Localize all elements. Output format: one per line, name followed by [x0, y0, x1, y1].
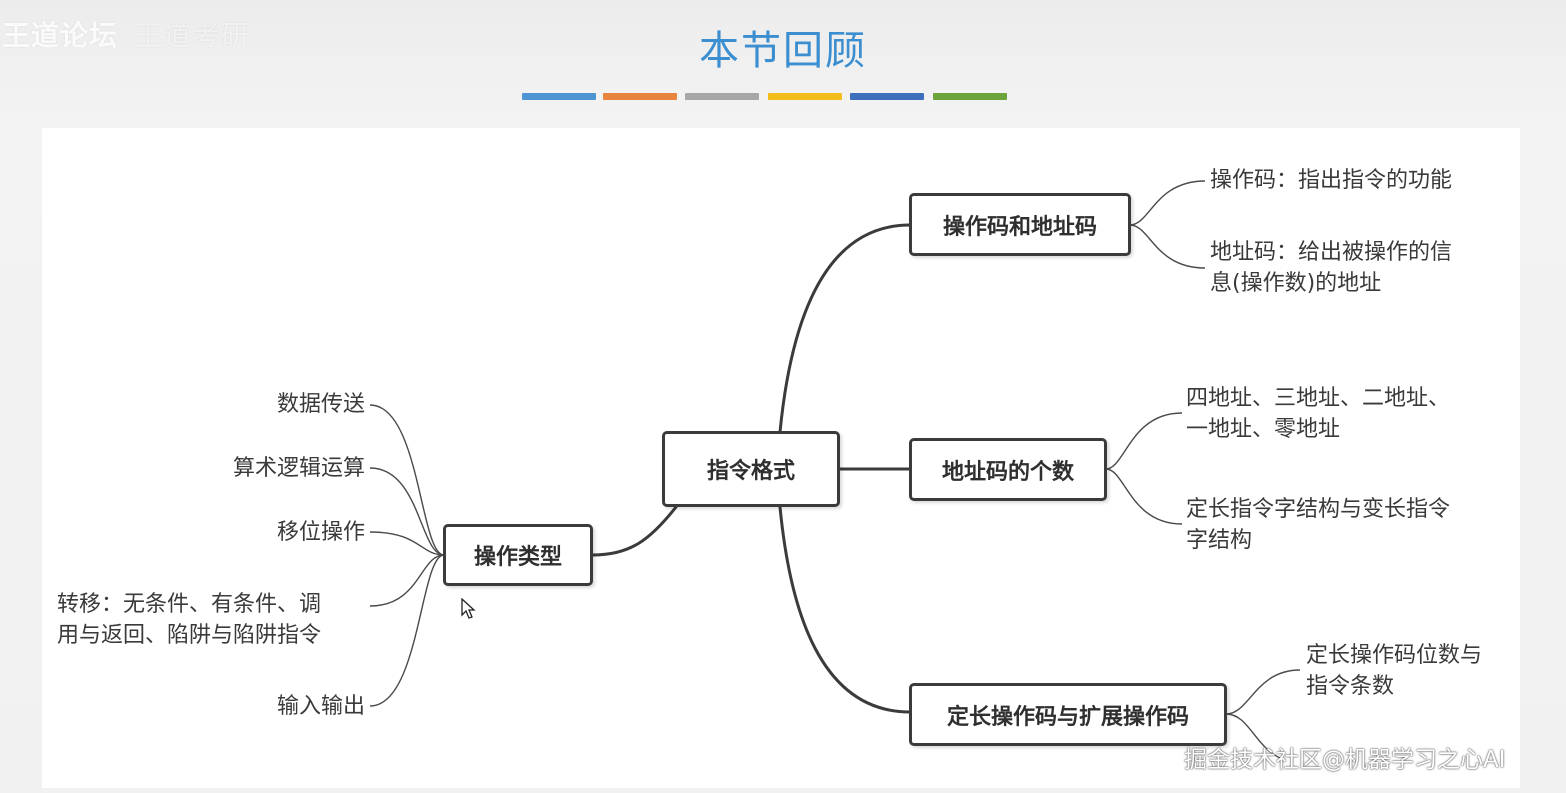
link-opcodeaddr-0 — [1129, 180, 1206, 226]
color-bar-4 — [768, 93, 842, 100]
leaf-optype-1: 算术逻辑运算 — [232, 456, 365, 481]
link-optype-2 — [369, 531, 445, 556]
color-bar-1 — [522, 93, 596, 100]
node-addr-count: 地址码的个数 — [909, 438, 1107, 501]
forum-watermark: 王道论坛王道考研 — [2, 19, 251, 52]
link-opcodeaddr-1 — [1129, 224, 1206, 269]
leaf-optype-4: 输入输出 — [276, 694, 365, 719]
leaf-optype-3: 转移：无条件、有条件、调 用与返回、陷阱与陷阱指令 — [57, 592, 322, 648]
color-bar-6 — [933, 93, 1007, 100]
link-optype-3 — [369, 554, 445, 607]
node-opcode-addr: 操作码和地址码 — [909, 193, 1131, 256]
leaf-optype-0: 数据传送 — [276, 392, 365, 417]
link-fixedext-1 — [1225, 713, 1286, 761]
link-addrcount-1 — [1105, 468, 1183, 525]
leaf-addrcount-0: 四地址、三地址、二地址、 一地址、零地址 — [1186, 386, 1451, 442]
color-bar-5 — [850, 93, 924, 100]
forum-watermark-faint: 王道考研 — [134, 19, 251, 52]
node-center: 指令格式 — [662, 431, 840, 507]
page-title: 本节回顾 — [699, 28, 867, 74]
link-addrcount-0 — [1105, 412, 1183, 470]
leaf-opcodeaddr-1: 地址码：给出被操作的信 息(操作数)的地址 — [1210, 240, 1453, 296]
link-center-opcodeaddr — [778, 223, 912, 434]
color-bar-2 — [603, 93, 677, 100]
leaf-addrcount-1: 定长指令字结构与变长指令 字结构 — [1186, 497, 1451, 553]
link-optype-4 — [369, 554, 445, 707]
link-center-fixedext — [778, 505, 912, 714]
link-optype-1 — [369, 467, 445, 556]
link-optype-0 — [369, 404, 445, 556]
color-bar-3 — [685, 93, 759, 100]
mouse-cursor-icon — [461, 598, 476, 619]
leaf-opcodeaddr-0: 操作码：指出指令的功能 — [1210, 168, 1453, 193]
link-fixedext-0 — [1225, 669, 1301, 715]
leaf-fixedext-0: 定长操作码位数与 指令条数 — [1306, 643, 1483, 699]
leaf-optype-2: 移位操作 — [276, 520, 365, 545]
node-op-type: 操作类型 — [443, 524, 593, 586]
node-fixed-ext: 定长操作码与扩展操作码 — [909, 683, 1227, 746]
site-watermark: 掘金技术社区@机器学习之心AI — [1184, 747, 1506, 773]
link-center-optype — [591, 505, 678, 557]
